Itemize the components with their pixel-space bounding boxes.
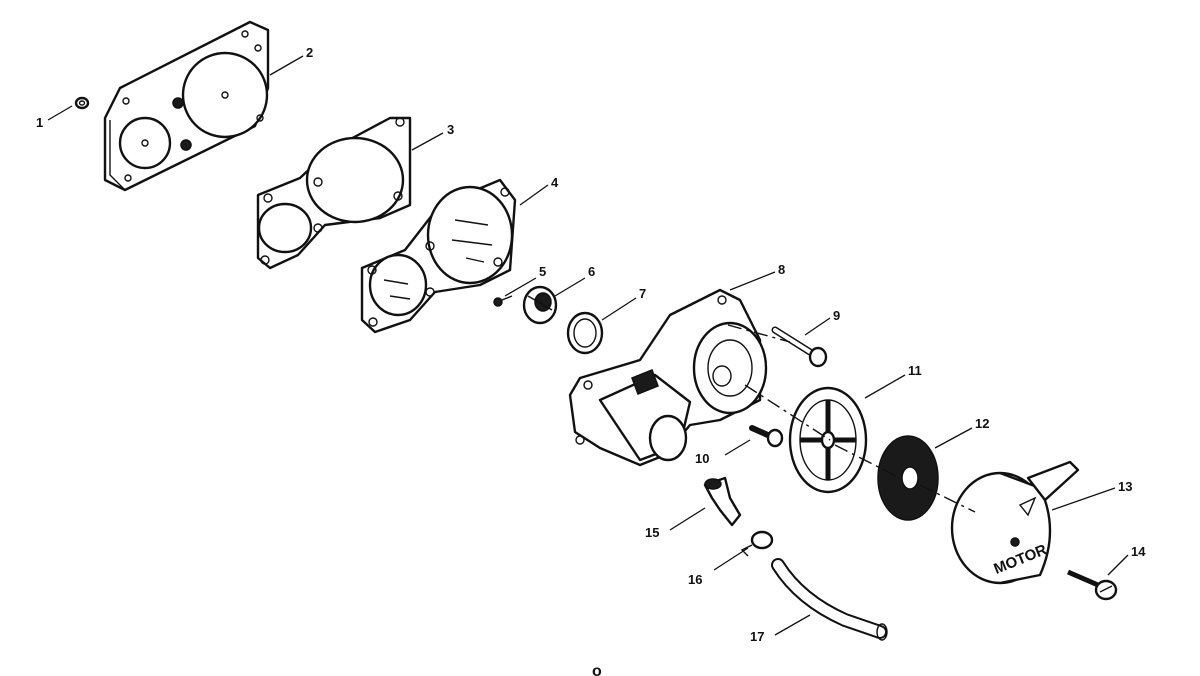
part-4-diaphragm xyxy=(360,178,517,334)
callout-2: 2 xyxy=(306,45,313,60)
part-16-clamp xyxy=(740,530,774,557)
part-2-cover-plate xyxy=(103,20,270,192)
callout-1: 1 xyxy=(36,115,43,130)
part-11-impeller xyxy=(788,386,868,494)
page-marker: o xyxy=(592,663,602,676)
callout-16: 16 xyxy=(688,572,702,587)
callout-8: 8 xyxy=(778,262,785,277)
callout-15: 15 xyxy=(645,525,659,540)
callout-12: 12 xyxy=(975,416,989,431)
part-3-gasket xyxy=(256,116,412,270)
part-12-rubber-washer xyxy=(877,435,939,521)
callout-numbers: 1 2 3 4 5 6 7 8 9 11 12 10 13 14 15 16 1… xyxy=(36,45,1146,676)
part-10-bolt xyxy=(749,425,784,448)
callout-3: 3 xyxy=(447,122,454,137)
leader-lines xyxy=(47,55,1129,636)
callout-7: 7 xyxy=(639,286,646,301)
part-15-fitting xyxy=(703,476,742,527)
callout-4: 4 xyxy=(551,175,559,190)
callout-14: 14 xyxy=(1131,544,1146,559)
part-17-hose xyxy=(771,558,888,641)
part-7-o-ring xyxy=(566,311,604,355)
callout-11: 11 xyxy=(908,363,922,378)
callout-9: 9 xyxy=(833,308,840,323)
part-8-pump-housing xyxy=(568,288,768,467)
callout-13: 13 xyxy=(1118,479,1132,494)
part-1-washer xyxy=(74,96,90,110)
part-13-end-cap: MOTOR xyxy=(950,460,1080,585)
center-lines xyxy=(727,324,976,513)
part-9-bolt xyxy=(771,326,828,368)
part-6-valve xyxy=(522,285,558,325)
callout-10: 10 xyxy=(695,451,709,466)
part-14-screw xyxy=(1067,569,1118,601)
callout-5: 5 xyxy=(539,264,546,279)
callout-6: 6 xyxy=(588,264,595,279)
callout-17: 17 xyxy=(750,629,764,644)
part-5-screw xyxy=(493,295,513,307)
